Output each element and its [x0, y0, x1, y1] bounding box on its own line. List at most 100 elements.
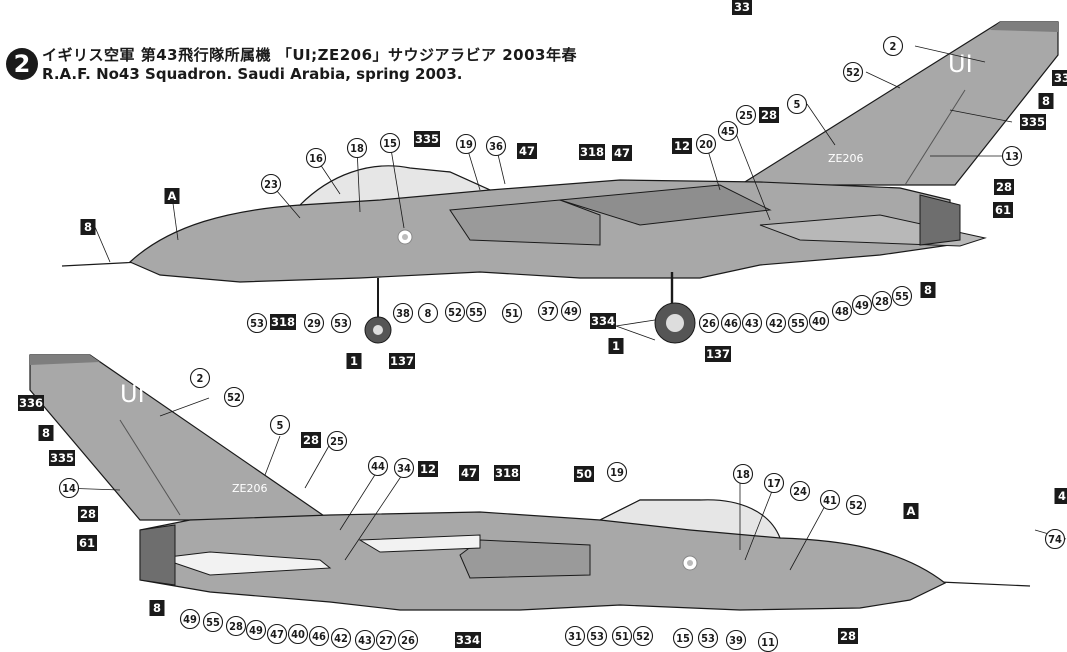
callout-top-137-main: 137: [705, 346, 731, 362]
callout-bot-31: 31: [564, 625, 586, 647]
callout-number: 29: [307, 317, 321, 330]
callout-bot-46: 46: [308, 625, 330, 647]
tail-fin: [737, 21, 1059, 186]
callout-number: 36: [489, 140, 503, 153]
callout-number: 52: [636, 630, 650, 643]
callout-number: 52: [846, 66, 860, 79]
callout-number: 8: [153, 601, 161, 615]
callout-number: 41: [823, 494, 837, 507]
callout-number: 53: [334, 317, 348, 330]
title-japanese: イギリス空軍 第43飛行隊所属機 「UI;ZE206」サウジアラビア 2003年…: [42, 46, 577, 64]
step-number-badge: 2: [6, 48, 38, 80]
callout-number: 40: [291, 628, 305, 641]
callout-number: 335: [1021, 115, 1045, 129]
callout-top-318-low: 318: [270, 314, 296, 330]
callout-top-29: 29: [303, 312, 325, 334]
callout-number: 335: [415, 132, 439, 146]
callout-top-28-a: 28: [759, 107, 779, 123]
callout-number: 2: [890, 40, 897, 53]
callout-number: 47: [519, 144, 535, 158]
callout-edge-4: 4: [1054, 488, 1067, 504]
callout-top-36: 36: [485, 135, 507, 157]
callout-number: 53: [250, 317, 264, 330]
callout-top-33-head: 33: [732, 0, 752, 15]
callout-number: 334: [591, 314, 615, 328]
callout-top-47-b: 47: [517, 143, 537, 159]
callout-number: 336: [19, 396, 43, 410]
callout-number: 55: [469, 306, 483, 319]
callout-number: 53: [701, 632, 715, 645]
callout-top-55-m: 55: [787, 312, 809, 334]
callout-top-19: 19: [455, 133, 477, 155]
callout-bot-19: 19: [606, 461, 628, 483]
callout-top-52: 52: [842, 61, 864, 83]
callout-number: 31: [568, 630, 582, 643]
fin-stripe: [904, 89, 966, 186]
callout-number: 23: [264, 178, 278, 191]
callout-number: 33: [1054, 71, 1067, 85]
callout-number: 137: [706, 347, 730, 361]
callout-bot-24: 24: [789, 480, 811, 502]
callout-bot-5: 5: [269, 414, 291, 436]
callout-bot-44: 44: [367, 455, 389, 477]
callout-top-33-right: 33: [1052, 70, 1067, 86]
callout-top-28-c: 28: [871, 290, 893, 312]
callout-number: 334: [456, 633, 480, 647]
callout-number: 1: [350, 354, 358, 368]
callout-bot-17: 17: [763, 472, 785, 494]
callout-number: 16: [309, 152, 323, 165]
callout-top-42: 42: [765, 312, 787, 334]
callout-number: 24: [793, 485, 807, 498]
callout-number: 28: [996, 180, 1012, 194]
callout-top-8-nose: 8: [80, 219, 96, 235]
callout-bot-53-a: 53: [586, 625, 608, 647]
roundel-center-b: [687, 560, 693, 566]
callout-top-23: 23: [260, 173, 282, 195]
callout-bot-25: 25: [326, 430, 348, 452]
tailplane-b: [159, 551, 332, 576]
callout-number: 318: [580, 145, 604, 159]
wing-glove-b: [358, 534, 481, 553]
fin-tip: [990, 22, 1058, 32]
callout-number: 318: [495, 466, 519, 480]
callout-number: 61: [995, 203, 1011, 217]
roundel-center: [402, 234, 408, 240]
callout-number: 8: [1042, 94, 1050, 108]
callout-bot-2: 2: [189, 367, 211, 389]
callout-bot-51: 51: [611, 625, 633, 647]
callout-number: 27: [379, 634, 393, 647]
callout-bot-28-b: 28: [78, 506, 98, 522]
callout-number: 8: [42, 426, 50, 440]
callout-top-28-b: 28: [994, 179, 1014, 195]
serial-bottom: ZE206: [232, 482, 267, 495]
callout-top-48: 48: [831, 300, 853, 322]
header: 2 イギリス空軍 第43飛行隊所属機 「UI;ZE206」サウジアラビア 200…: [6, 44, 706, 90]
callout-top-25: 25: [735, 104, 757, 126]
callout-number: 25: [330, 435, 344, 448]
callout-top-47-spine: 47: [612, 145, 632, 161]
callout-bot-8-fin: 8: [38, 425, 54, 441]
tail-fin-b: [29, 354, 332, 521]
callout-top-38: 38: [392, 302, 414, 324]
callout-number: 8: [924, 283, 932, 297]
callout-top-45: 45: [717, 120, 739, 142]
callout-bot-27: 27: [375, 629, 397, 651]
callout-top-55-l: 55: [465, 301, 487, 323]
callout-bot-318: 318: [494, 465, 520, 481]
callout-top-335-canopy: 335: [414, 131, 440, 147]
callout-bot-18: 18: [732, 463, 754, 485]
callout-number: 8: [84, 220, 92, 234]
callout-top-13: 13: [1001, 145, 1023, 167]
callout-top-49-l: 49: [560, 300, 582, 322]
callout-number: 14: [62, 482, 76, 495]
title-english: R.A.F. No43 Squadron. Saudi Arabia, spri…: [42, 65, 463, 83]
callout-number: 47: [461, 466, 477, 480]
callout-number: 26: [401, 634, 415, 647]
callout-bot-47: 47: [459, 465, 479, 481]
callout-number: 18: [736, 468, 750, 481]
callout-number: 15: [676, 632, 690, 645]
callout-number: 42: [769, 317, 783, 330]
callout-top-1-main: 1: [608, 338, 624, 354]
canopy-b: [597, 499, 781, 539]
callout-top-43: 43: [741, 312, 763, 334]
